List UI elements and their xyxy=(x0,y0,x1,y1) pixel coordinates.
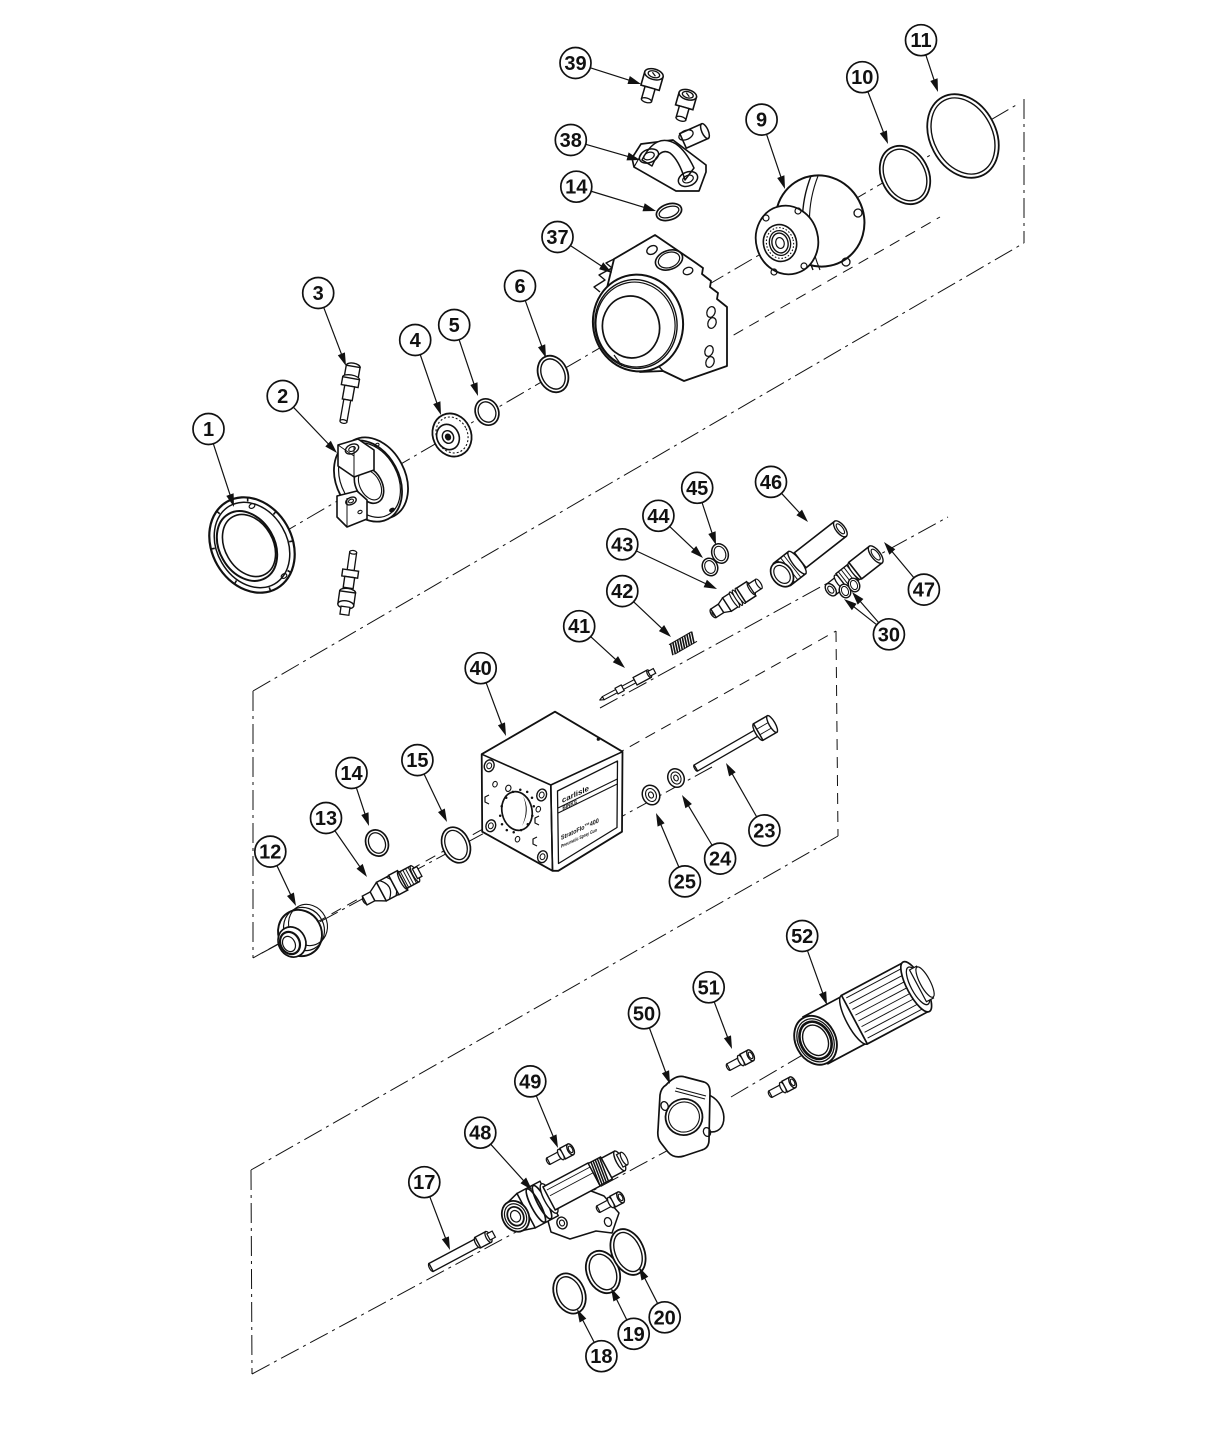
svg-text:52: 52 xyxy=(791,926,813,948)
svg-text:46: 46 xyxy=(760,472,782,494)
svg-text:30: 30 xyxy=(878,624,900,646)
svg-text:12: 12 xyxy=(259,842,281,864)
svg-text:6: 6 xyxy=(514,276,525,298)
svg-text:38: 38 xyxy=(560,130,582,152)
svg-text:40: 40 xyxy=(470,658,492,680)
svg-text:48: 48 xyxy=(469,1123,491,1145)
svg-text:47: 47 xyxy=(913,580,935,602)
svg-text:50: 50 xyxy=(633,1003,655,1025)
svg-text:39: 39 xyxy=(564,53,586,75)
svg-text:13: 13 xyxy=(315,808,337,830)
svg-text:51: 51 xyxy=(698,977,720,999)
svg-text:49: 49 xyxy=(519,1071,541,1093)
svg-text:23: 23 xyxy=(753,820,775,842)
svg-text:14: 14 xyxy=(565,177,588,199)
svg-text:3: 3 xyxy=(313,283,324,305)
svg-text:10: 10 xyxy=(851,67,873,89)
svg-text:37: 37 xyxy=(546,227,568,249)
svg-text:25: 25 xyxy=(674,871,696,893)
svg-text:42: 42 xyxy=(611,581,633,603)
svg-text:9: 9 xyxy=(756,110,767,132)
svg-text:18: 18 xyxy=(590,1346,612,1368)
svg-text:44: 44 xyxy=(647,506,670,528)
svg-text:43: 43 xyxy=(611,534,633,556)
svg-text:14: 14 xyxy=(340,763,363,785)
svg-text:5: 5 xyxy=(449,315,460,337)
svg-text:24: 24 xyxy=(709,849,732,871)
svg-text:15: 15 xyxy=(406,750,428,772)
svg-text:1: 1 xyxy=(203,419,214,441)
svg-text:20: 20 xyxy=(654,1307,676,1329)
svg-text:4: 4 xyxy=(410,330,422,352)
svg-text:19: 19 xyxy=(623,1324,645,1346)
svg-text:45: 45 xyxy=(686,478,708,500)
svg-text:11: 11 xyxy=(910,30,931,52)
svg-text:41: 41 xyxy=(568,616,590,638)
svg-text:2: 2 xyxy=(277,386,288,408)
svg-text:17: 17 xyxy=(413,1172,435,1194)
